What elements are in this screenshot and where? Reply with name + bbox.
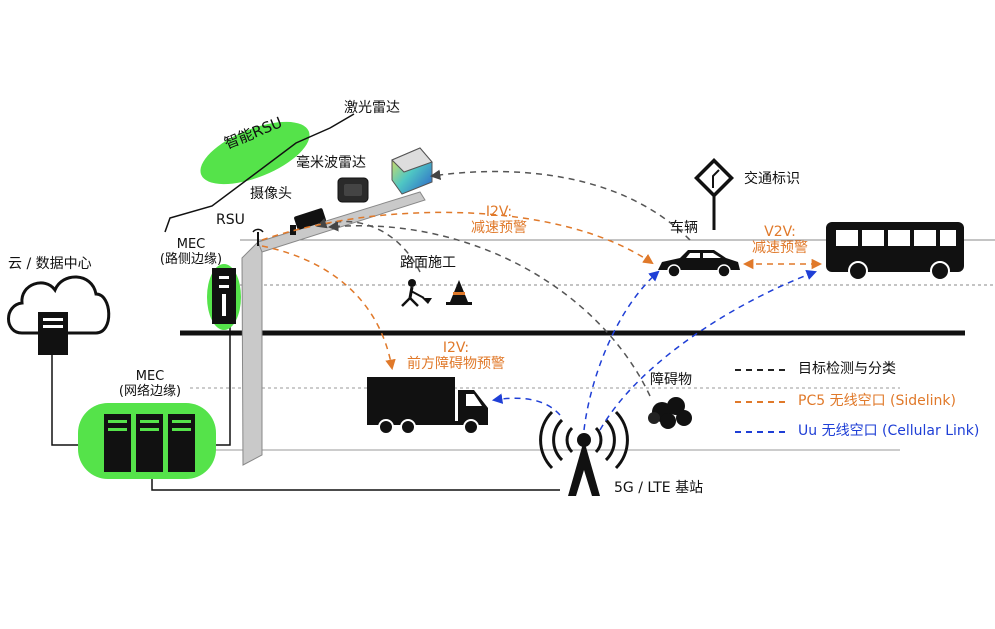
mec-network-label: MEC (网络边缘) [110, 369, 190, 400]
i2v-obstacle-title: I2V: [442, 340, 470, 356]
mec-roadside-label: MEC (路侧边缘) [156, 237, 226, 268]
mec-network-servers [104, 414, 195, 472]
cloud-icon [7, 275, 111, 355]
rsu-label: RSU [216, 212, 245, 228]
smart-rsu-highlight [200, 121, 310, 185]
legend-swatches [735, 369, 785, 433]
traffic-sign-label: 交通标识 [744, 171, 800, 187]
mec-network-subtitle: (网络边缘) [118, 383, 182, 399]
rsu-pole [241, 191, 426, 466]
obstacle-icon [648, 397, 692, 429]
legend-pc5-label: PC5 无线空口 (Sidelink) [798, 393, 956, 409]
mmwave-radar-icon [337, 177, 369, 203]
i2v-obstacle-text: 前方障碍物预警 [407, 356, 505, 373]
lidar-icon [391, 147, 433, 195]
truck-icon [367, 377, 488, 435]
base-station-label: 5G / LTE 基站 [614, 480, 704, 496]
road-construction-label: 路面施工 [400, 255, 456, 271]
i2v-decel-text: 减速预警 [471, 220, 527, 237]
legend-uu-label: Uu 无线空口 (Cellular Link) [798, 423, 980, 439]
mmwave-radar-label: 毫米波雷达 [296, 155, 366, 171]
mec-roadside-cabinet [212, 268, 236, 324]
v2v-text: 减速预警 [752, 240, 808, 257]
lidar-label: 激光雷达 [344, 100, 400, 116]
cloud-label: 云 / 数据中心 [8, 256, 92, 272]
vehicle-label: 车辆 [670, 220, 698, 236]
road-construction-icon [401, 279, 472, 307]
bus-icon [826, 222, 964, 281]
traffic-sign-icon [694, 158, 734, 230]
camera-icon [290, 208, 326, 235]
uu-links [491, 270, 817, 431]
mec-network-title: MEC [135, 369, 165, 384]
detection-links [316, 169, 691, 397]
mec-roadside-title: MEC [176, 237, 206, 252]
i2v-decel-title: I2V: [485, 204, 513, 220]
i2v-decel-label: I2V: 减速预警 [454, 204, 544, 236]
pc5-links [261, 211, 823, 371]
camera-label: 摄像头 [250, 186, 292, 202]
rsu-antenna-icon [252, 228, 264, 246]
car-icon [658, 250, 740, 278]
legend-detect-label: 目标检测与分类 [798, 361, 896, 377]
v2v-title: V2V: [764, 224, 796, 240]
obstacle-label: 障碍物 [650, 372, 692, 388]
base-station-icon [539, 410, 629, 496]
mec-roadside-subtitle: (路侧边缘) [159, 251, 223, 267]
v2v-label: V2V: 减速预警 [740, 224, 820, 256]
smart-rsu-bracket [164, 113, 355, 233]
i2v-obstacle-label: I2V: 前方障碍物预警 [396, 340, 516, 372]
